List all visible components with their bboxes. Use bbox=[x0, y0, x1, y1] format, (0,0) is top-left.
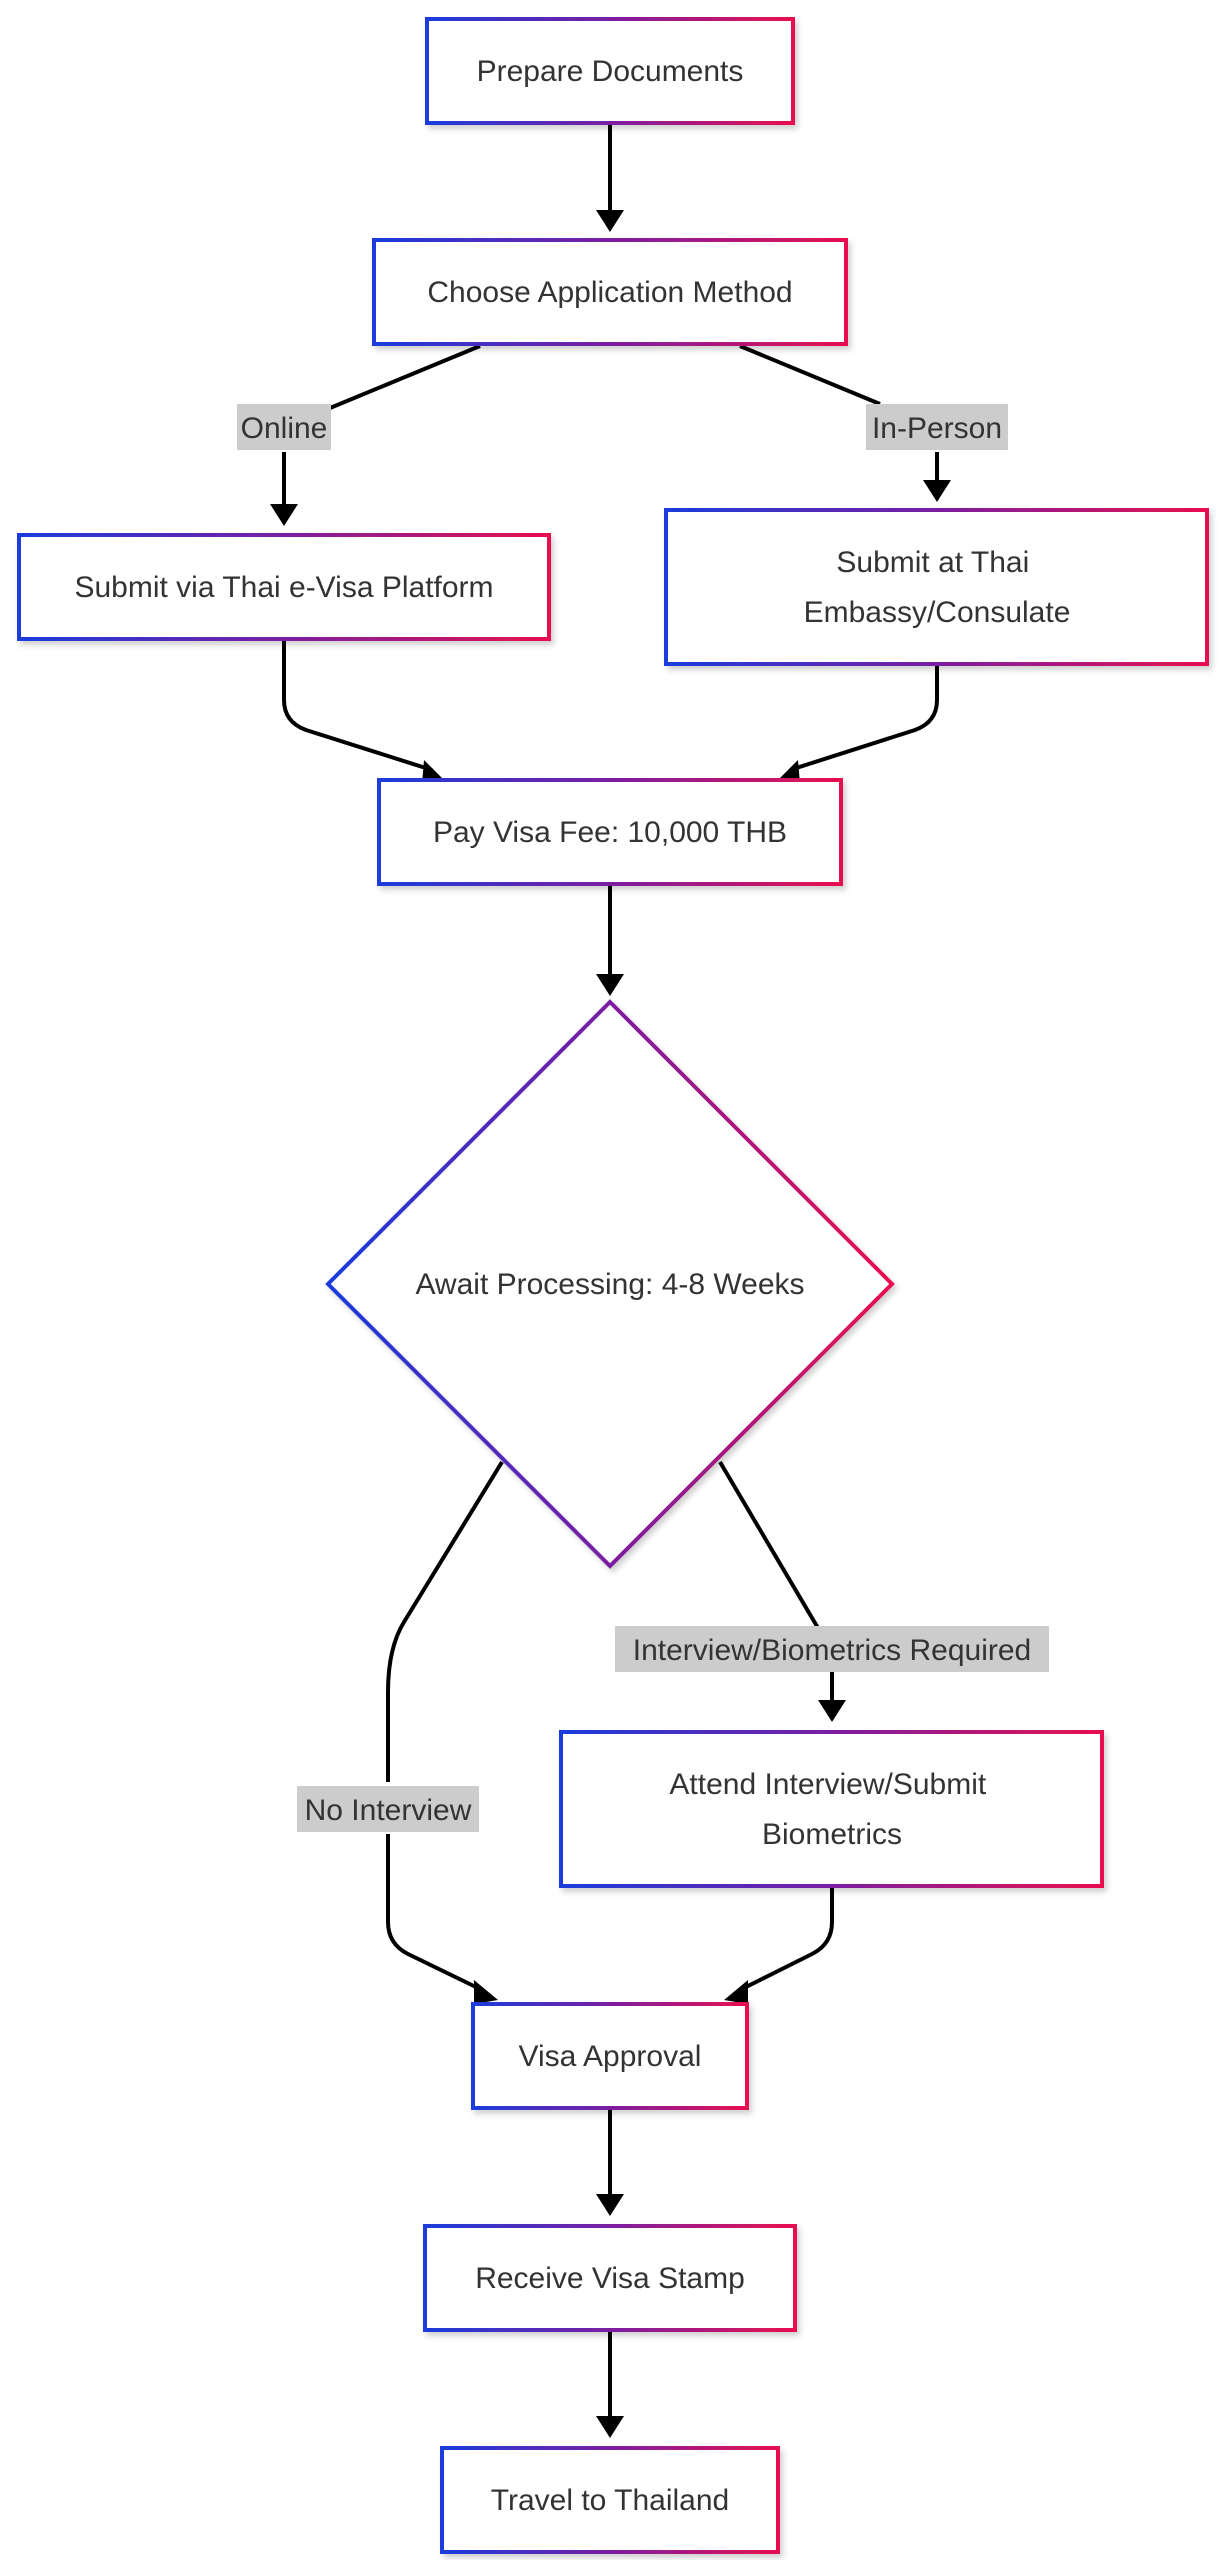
edge-label-interview-required: Interview/Biometrics Required bbox=[615, 1626, 1049, 1672]
node-pay-fee: Pay Visa Fee: 10,000 THB bbox=[377, 778, 843, 886]
edge-no-interview-to-approval bbox=[386, 1834, 483, 1992]
edge-label-in-person-text: In-Person bbox=[872, 412, 1002, 445]
arrowhead-submit-online bbox=[270, 504, 298, 526]
edge-label-in-person: In-Person bbox=[866, 404, 1008, 450]
node-await-processing-text: Await Processing: 4-8 Weeks bbox=[415, 1268, 804, 1301]
arrowhead-submit-embassy bbox=[923, 480, 951, 502]
edge-label-no-interview-text: No Interview bbox=[305, 1794, 472, 1827]
arrowhead-stamp bbox=[596, 2194, 624, 2216]
edge-choose-to-online bbox=[329, 344, 481, 410]
edge-online-to-pay bbox=[282, 640, 433, 772]
node-await-processing: Await Processing: 4-8 Weeks bbox=[325, 999, 895, 1569]
node-receive-stamp-text: Receive Visa Stamp bbox=[475, 2262, 745, 2295]
node-submit-online: Submit via Thai e-Visa Platform bbox=[17, 533, 551, 641]
node-attend-interview: Attend Interview/Submit Biometrics bbox=[559, 1730, 1104, 1888]
nodes: Prepare Documents Choose Application Met… bbox=[17, 17, 1209, 2554]
node-receive-stamp: Receive Visa Stamp bbox=[423, 2224, 797, 2332]
arrowhead-attend bbox=[818, 1700, 846, 1722]
arrowhead-travel bbox=[596, 2416, 624, 2438]
node-travel: Travel to Thailand bbox=[440, 2446, 780, 2554]
node-pay-fee-text: Pay Visa Fee: 10,000 THB bbox=[433, 816, 787, 849]
node-submit-online-text: Submit via Thai e-Visa Platform bbox=[74, 571, 493, 604]
node-travel-text: Travel to Thailand bbox=[491, 2484, 729, 2517]
node-choose-method: Choose Application Method bbox=[372, 238, 848, 346]
arrowhead-approval-right bbox=[724, 1980, 748, 2004]
arrowhead-approval-left bbox=[474, 1980, 498, 2004]
edge-label-online-text: Online bbox=[241, 412, 328, 445]
node-prepare-documents-text: Prepare Documents bbox=[477, 55, 744, 88]
arrowhead-await bbox=[596, 974, 624, 996]
node-submit-embassy-text: Submit at Thai Embassy/Consulate bbox=[804, 546, 1071, 629]
node-visa-approval-text: Visa Approval bbox=[519, 2040, 702, 2073]
edge-label-no-interview: No Interview bbox=[297, 1786, 479, 1832]
node-choose-method-text: Choose Application Method bbox=[427, 276, 792, 309]
edge-attend-to-approval bbox=[739, 1886, 834, 1992]
node-prepare-documents: Prepare Documents bbox=[425, 17, 795, 125]
edge-embassy-to-pay bbox=[789, 664, 939, 772]
edge-label-online: Online bbox=[237, 404, 331, 450]
node-visa-approval: Visa Approval bbox=[471, 2002, 749, 2110]
node-submit-embassy: Submit at Thai Embassy/Consulate bbox=[664, 508, 1209, 666]
edge-label-interview-required-text: Interview/Biometrics Required bbox=[633, 1634, 1031, 1667]
edge-await-to-interview-label bbox=[718, 1460, 820, 1630]
arrowhead-choose bbox=[596, 210, 624, 232]
edge-await-to-no-interview bbox=[386, 1460, 504, 1782]
edge-choose-to-in-person bbox=[739, 344, 881, 406]
node-attend-interview-text: Attend Interview/Submit Biometrics bbox=[669, 1768, 994, 1851]
edge-labels: Online In-Person Interview/Biometrics Re… bbox=[237, 404, 1049, 1832]
